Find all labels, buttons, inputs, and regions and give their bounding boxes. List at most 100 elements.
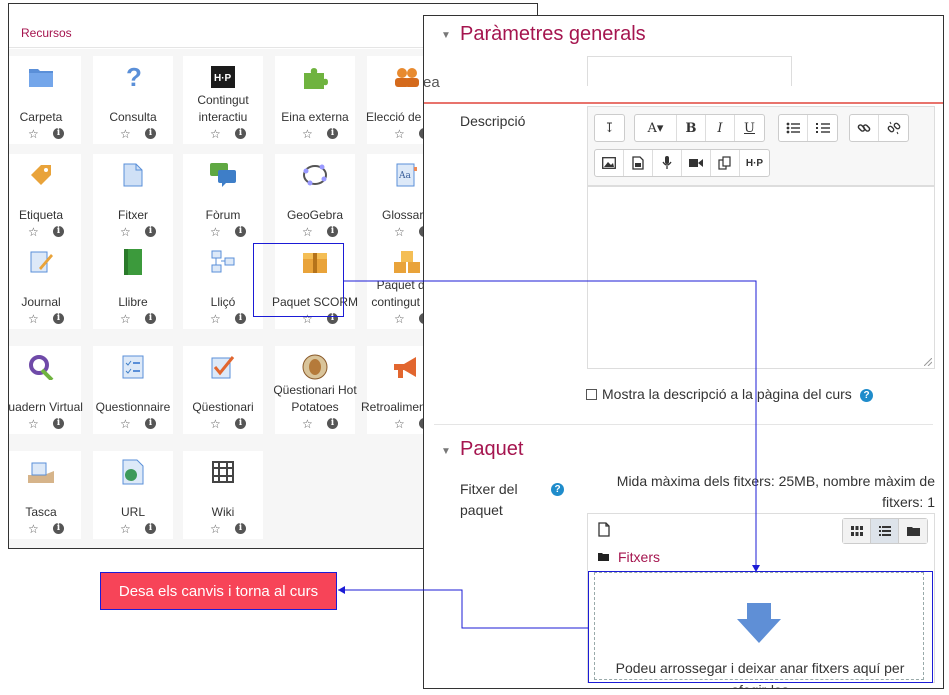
resource-tile[interactable]: Etiqueta☆i: [9, 154, 81, 242]
info-icon[interactable]: i: [327, 226, 338, 237]
underline-button[interactable]: U: [744, 120, 755, 136]
view-tree-icon[interactable]: [899, 519, 927, 543]
show-description-help-icon[interactable]: ?: [860, 389, 873, 402]
unlink-icon[interactable]: [879, 115, 908, 141]
info-icon[interactable]: i: [145, 418, 156, 429]
manage-files-icon[interactable]: [711, 150, 740, 176]
star-icon[interactable]: ☆: [120, 312, 131, 326]
show-more-buttons-icon[interactable]: ↧: [604, 120, 615, 136]
package-file-help-icon[interactable]: ?: [551, 483, 564, 496]
star-icon[interactable]: ☆: [28, 225, 39, 239]
validation-underline: [424, 102, 943, 104]
h5p-insert-icon[interactable]: H·P: [745, 157, 764, 169]
info-icon[interactable]: i: [235, 226, 246, 237]
star-icon[interactable]: ☆: [394, 312, 405, 326]
star-icon[interactable]: ☆: [28, 417, 39, 431]
star-icon[interactable]: ☆: [302, 417, 313, 431]
info-icon[interactable]: i: [235, 128, 246, 139]
info-icon[interactable]: i: [327, 418, 338, 429]
resource-tile[interactable]: Fitxer☆i: [93, 154, 173, 242]
star-icon[interactable]: ☆: [302, 225, 313, 239]
toolbar-group-links: [849, 114, 909, 142]
connector-arrowhead-save: [338, 586, 345, 594]
info-icon[interactable]: i: [53, 418, 64, 429]
info-icon[interactable]: i: [53, 226, 64, 237]
paragraph-style-button[interactable]: A▾: [635, 115, 677, 141]
italic-button[interactable]: I: [706, 115, 735, 141]
star-icon[interactable]: ☆: [302, 312, 313, 326]
star-icon[interactable]: ☆: [394, 417, 405, 431]
resource-tile[interactable]: Carpeta☆i: [9, 56, 81, 144]
star-icon[interactable]: ☆: [394, 225, 405, 239]
save-and-return-button[interactable]: Desa els canvis i torna al curs: [100, 572, 337, 610]
folder-path-link[interactable]: Fitxers: [618, 549, 660, 565]
star-icon[interactable]: ☆: [120, 522, 131, 536]
resource-tile[interactable]: Llibre☆i: [93, 241, 173, 329]
image-icon[interactable]: [595, 150, 624, 176]
video-camera-icon[interactable]: [682, 150, 711, 176]
resource-tile[interactable]: Lliçó ☆ i: [183, 241, 263, 329]
view-list-icon[interactable]: [871, 519, 899, 543]
star-icon[interactable]: ☆: [120, 417, 131, 431]
star-icon[interactable]: ☆: [302, 127, 313, 141]
ordered-list-icon[interactable]: [808, 115, 837, 141]
star-icon[interactable]: ☆: [28, 312, 39, 326]
resource-tile[interactable]: GeoGebra☆i: [275, 154, 355, 242]
resource-tile[interactable]: Quadern Virtual☆i: [9, 346, 83, 434]
star-icon[interactable]: ☆: [394, 127, 405, 141]
resource-tile[interactable]: Qüestionari☆i: [183, 346, 263, 434]
show-description-checkbox[interactable]: [586, 389, 597, 400]
package-collapse-caret-icon[interactable]: ▼: [441, 446, 451, 457]
resource-tile[interactable]: URL☆i: [93, 451, 173, 539]
general-section-title[interactable]: Paràmetres generals: [460, 23, 646, 45]
file-drop-zone[interactable]: Podeu arrossegar i deixar anar fitxers a…: [594, 572, 924, 688]
info-icon[interactable]: i: [235, 523, 246, 534]
star-icon[interactable]: ☆: [210, 225, 221, 239]
star-icon[interactable]: ☆: [120, 225, 131, 239]
package-section-title[interactable]: Paquet: [460, 438, 524, 460]
info-icon[interactable]: i: [235, 313, 246, 324]
info-icon[interactable]: i: [145, 313, 156, 324]
name-input[interactable]: [587, 56, 792, 86]
info-icon[interactable]: i: [327, 313, 338, 324]
resource-tile[interactable]: Questionnaire☆i: [93, 346, 173, 434]
resize-handle-icon[interactable]: [924, 358, 932, 366]
info-icon[interactable]: i: [53, 313, 64, 324]
resource-tile-label: Lliçó: [210, 295, 236, 309]
book-icon: [93, 247, 173, 277]
resource-tile[interactable]: Qüestionari Hot Potatoes☆i: [273, 346, 357, 434]
info-icon[interactable]: i: [145, 128, 156, 139]
resource-tile-label: Eina externa: [281, 110, 349, 124]
star-icon[interactable]: ☆: [210, 522, 221, 536]
resource-tile[interactable]: Fòrum☆i: [183, 154, 263, 242]
star-icon[interactable]: ☆: [210, 417, 221, 431]
star-icon[interactable]: ☆: [28, 522, 39, 536]
info-icon[interactable]: i: [327, 128, 338, 139]
resource-tile[interactable]: Journal☆i: [9, 241, 81, 329]
general-collapse-caret-icon[interactable]: ▼: [441, 30, 451, 41]
link-icon[interactable]: [850, 115, 879, 141]
resource-tile[interactable]: Eina externa ☆ i: [275, 56, 355, 144]
unordered-list-icon[interactable]: [779, 115, 808, 141]
star-icon[interactable]: ☆: [28, 127, 39, 141]
add-file-icon[interactable]: [598, 522, 610, 537]
media-file-icon[interactable]: [624, 150, 653, 176]
view-icons-icon[interactable]: [843, 519, 871, 543]
star-icon[interactable]: ☆: [210, 312, 221, 326]
info-icon[interactable]: i: [235, 418, 246, 429]
info-icon[interactable]: i: [145, 226, 156, 237]
star-icon[interactable]: ☆: [120, 127, 131, 141]
tile-actions: ☆i: [9, 522, 81, 536]
info-icon[interactable]: i: [53, 128, 64, 139]
info-icon[interactable]: i: [53, 523, 64, 534]
resource-tile[interactable]: Tasca☆i: [9, 451, 81, 539]
info-icon[interactable]: i: [145, 523, 156, 534]
bold-button[interactable]: B: [677, 115, 706, 141]
microphone-icon[interactable]: [653, 150, 682, 176]
star-icon[interactable]: ☆: [210, 127, 221, 141]
description-editor[interactable]: [587, 186, 935, 369]
resource-tile[interactable]: ?Consulta☆i: [93, 56, 173, 144]
resource-tile[interactable]: Paquet SCORM☆i: [272, 241, 358, 329]
resource-tile[interactable]: Wiki☆i: [183, 451, 263, 539]
